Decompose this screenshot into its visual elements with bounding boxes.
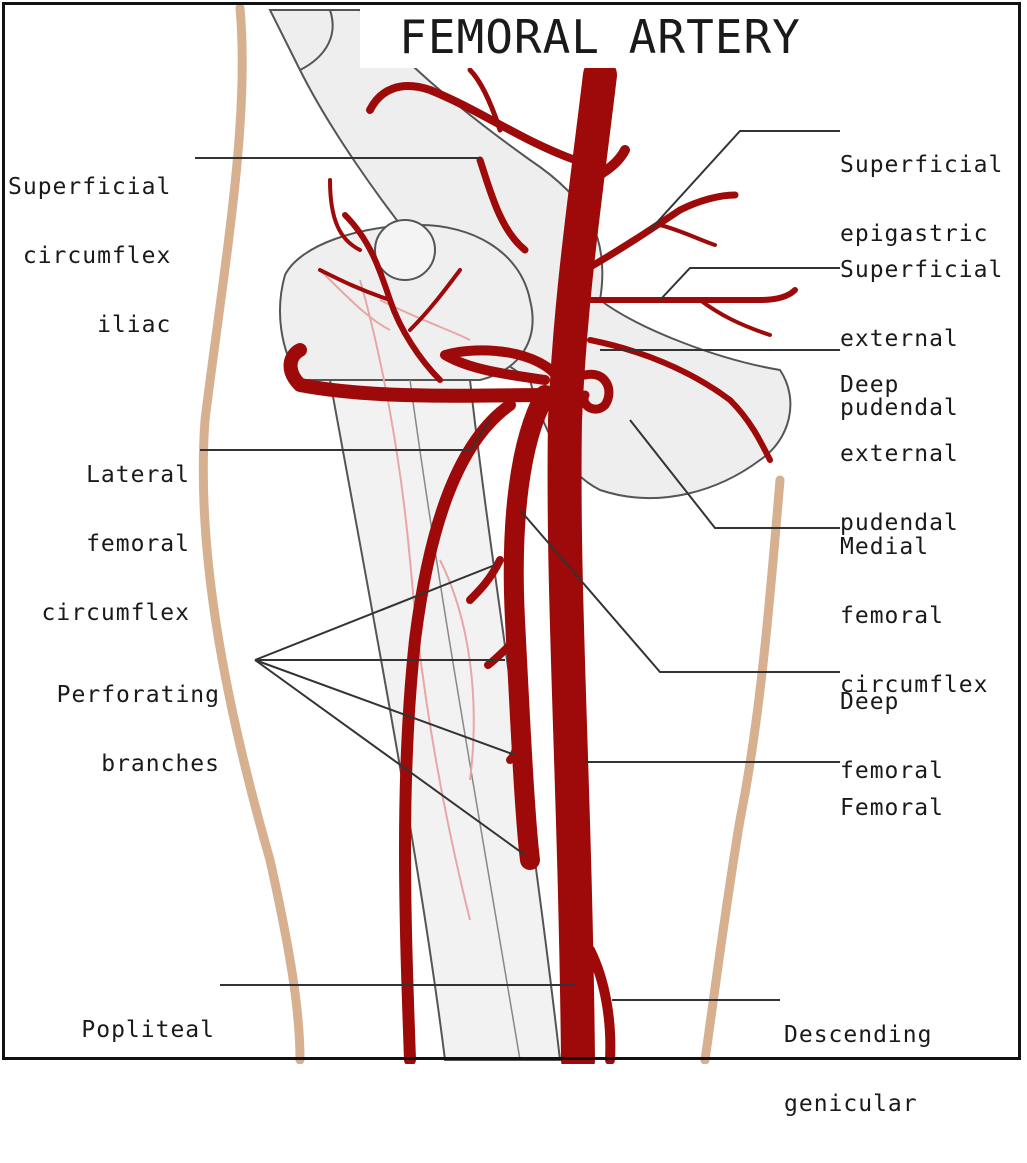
label-perforating-branches: Perforating branches xyxy=(14,638,220,822)
diagram-title: FEMORAL ARTERY xyxy=(360,6,840,68)
deep-femoral-branch xyxy=(514,395,545,860)
label-descending-genicular: Descending genicular xyxy=(784,978,932,1162)
diagram-canvas: FEMORAL ARTERY Superficial circumflex il… xyxy=(0,0,1027,1064)
label-lateral-femoral-circumflex: Lateral femoral circumflex xyxy=(40,418,190,671)
label-popliteal: Popliteal xyxy=(55,973,215,1088)
label-superficial-circumflex-iliac: Superficial circumflex iliac xyxy=(8,130,171,383)
label-femoral: Femoral xyxy=(840,751,944,866)
leader-superficial-external-pudendal xyxy=(660,268,840,300)
